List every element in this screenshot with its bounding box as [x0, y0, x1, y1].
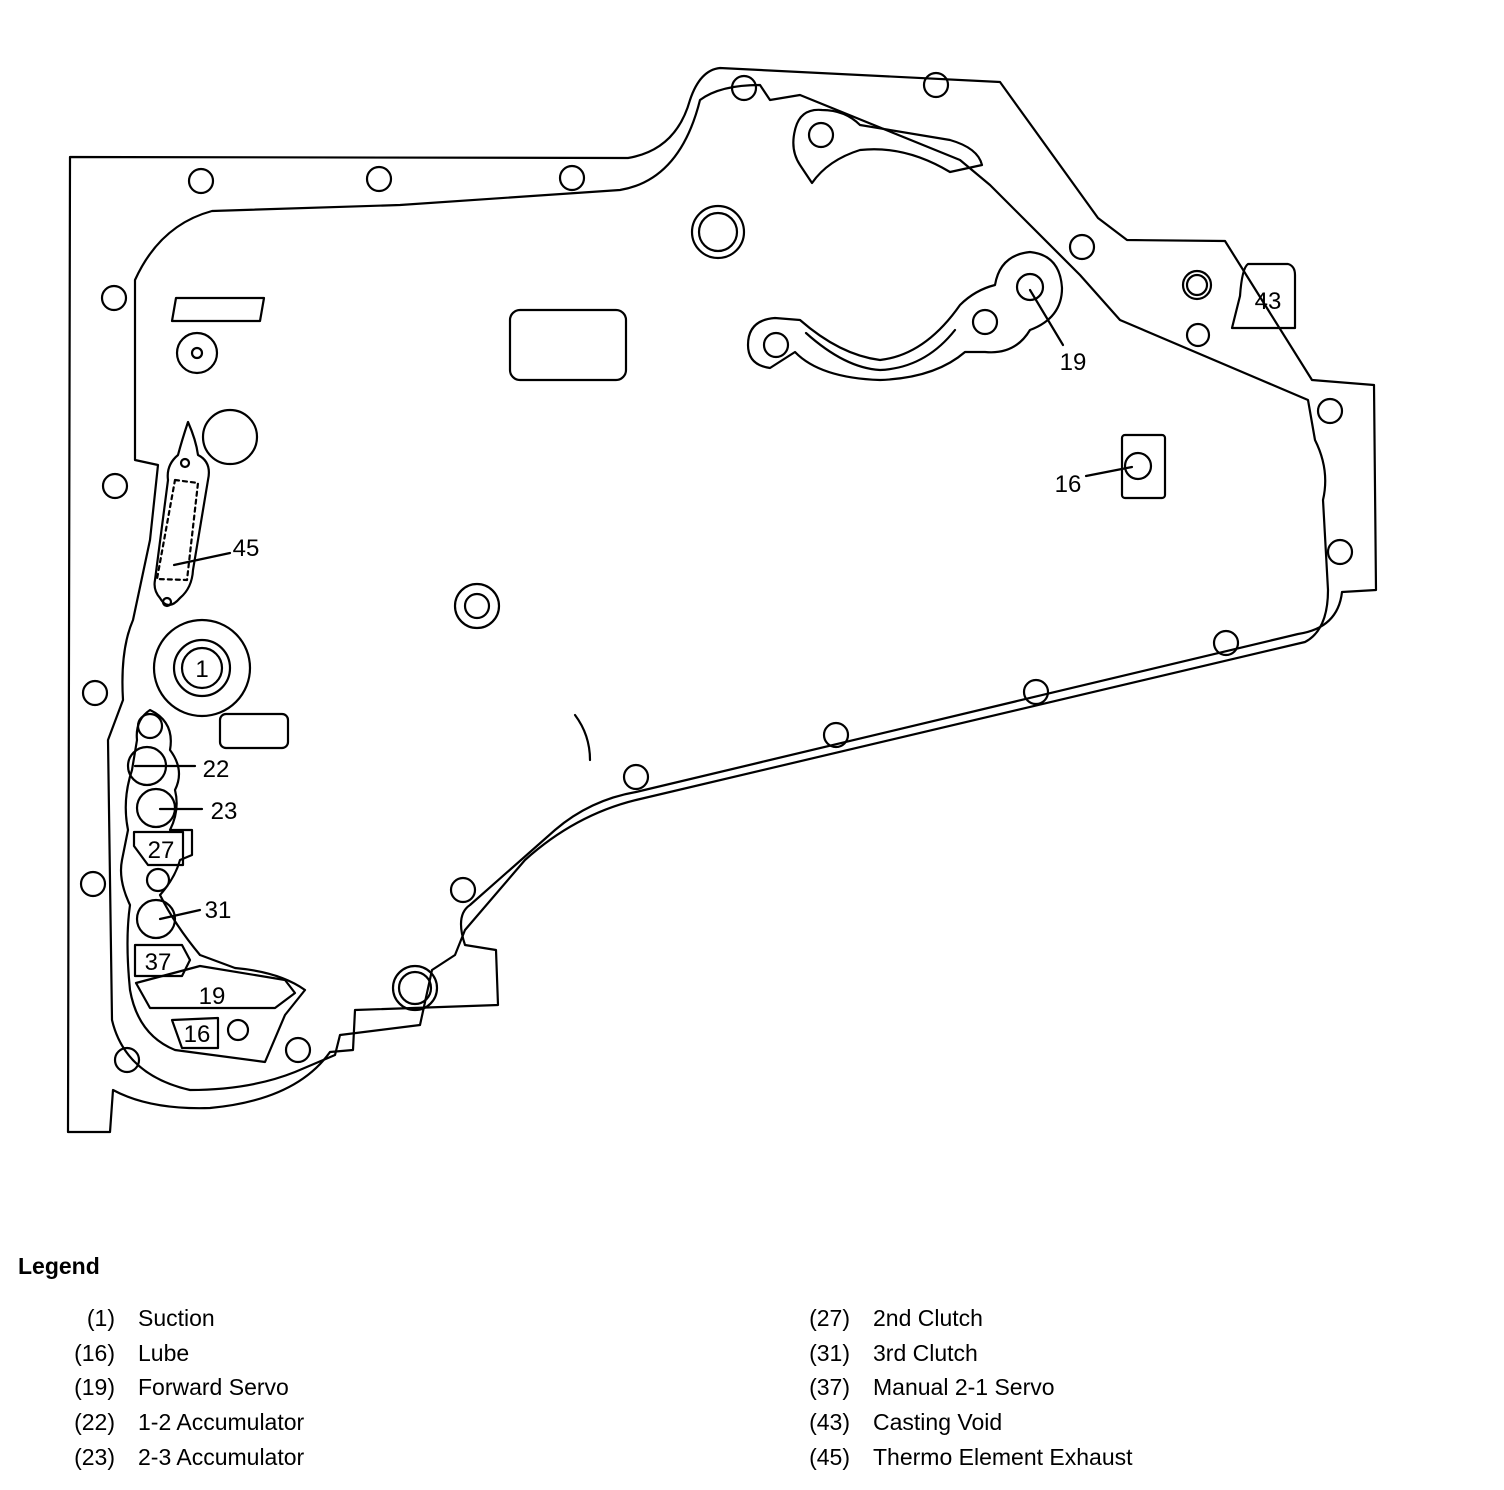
port-27: [132, 830, 185, 867]
legend-label: Thermo Element Exhaust: [873, 1443, 1133, 1470]
leader-lines: [133, 288, 1134, 921]
legend-num: (31): [809, 1339, 850, 1366]
bosses: [175, 204, 746, 1012]
legend-label: 3rd Clutch: [873, 1339, 978, 1366]
callout-16-bottom: 16: [184, 1021, 211, 1048]
legend-right-column: (27) 2nd Clutch (31) 3rd Clutch (37) Man…: [802, 1303, 1402, 1476]
legend-item: (23) 2-3 Accumulator: [67, 1442, 667, 1477]
plate-outline: [66, 66, 1378, 1134]
legend-item: (16) Lube: [67, 1338, 667, 1373]
channel-servo-inner: [804, 328, 957, 372]
legend-item: (1) Suction: [67, 1303, 667, 1338]
lube-pad-right: [1120, 433, 1167, 500]
legend-num: (23): [74, 1443, 115, 1470]
legend-num: (1): [86, 1305, 115, 1331]
legend-label: Suction: [138, 1305, 215, 1331]
legend-item: (31) 3rd Clutch: [802, 1338, 1402, 1373]
callout-19-top: 19: [1060, 349, 1087, 376]
bolt-holes: [79, 71, 1354, 1074]
callout-19-bottom: 19: [199, 983, 226, 1010]
thermo-slot: [153, 420, 210, 607]
gasket-diagram: 1 19 16 43 45 22 23 27 31 37 19 16: [66, 66, 1378, 1134]
callout-22: 22: [203, 756, 230, 783]
channel-top: [792, 108, 984, 185]
port-37: [133, 943, 192, 978]
legend-num: (19): [74, 1374, 115, 1401]
callout-45: 45: [233, 535, 260, 562]
callout-37: 37: [145, 949, 172, 976]
callout-43: 43: [1255, 288, 1282, 315]
callout-23: 23: [211, 798, 238, 825]
legend-label: 2-3 Accumulator: [138, 1443, 305, 1470]
callout-1: 1: [195, 656, 208, 683]
left-channel-column: [119, 708, 307, 1064]
legend-label: Lube: [138, 1339, 190, 1366]
legend-label: 2nd Clutch: [873, 1305, 983, 1331]
port-16-bottom: [170, 1016, 220, 1050]
legend-title: Legend: [18, 1253, 100, 1279]
casting-void-43: [1230, 262, 1297, 330]
legend-num: (27): [809, 1305, 850, 1331]
legend-item: (45) Thermo Element Exhaust: [802, 1442, 1402, 1477]
legend-item: (27) 2nd Clutch: [802, 1303, 1402, 1338]
legend-item: (37) Manual 2-1 Servo: [802, 1372, 1402, 1407]
small-pad: [218, 712, 290, 750]
legend-label: Casting Void: [873, 1409, 1003, 1436]
channel-servo: [746, 250, 1064, 382]
inner-bead: [106, 83, 1330, 1092]
legend-item: (22) 1-2 Accumulator: [67, 1407, 667, 1442]
legend-label: Manual 2-1 Servo: [873, 1374, 1055, 1401]
callout-27: 27: [148, 837, 175, 864]
legend-item: (43) Casting Void: [802, 1407, 1402, 1442]
legend-num: (45): [809, 1443, 850, 1470]
callout-16-right: 16: [1055, 471, 1082, 498]
legend-num: (22): [74, 1409, 115, 1436]
pad-rect: [508, 308, 628, 382]
legend-label: 1-2 Accumulator: [138, 1409, 305, 1436]
slot-top-left: [170, 296, 266, 323]
port-19-bottom: [134, 964, 297, 1010]
legend-item: (19) Forward Servo: [67, 1372, 667, 1407]
legend-num: (37): [809, 1374, 850, 1401]
legend-left-column: (1) Suction (16) Lube (19) Forward Servo…: [67, 1303, 667, 1476]
spur: [573, 713, 592, 762]
legend-num: (43): [809, 1409, 850, 1436]
legend-label: Forward Servo: [138, 1374, 289, 1401]
callout-31: 31: [205, 897, 232, 924]
legend-num: (16): [74, 1339, 115, 1366]
